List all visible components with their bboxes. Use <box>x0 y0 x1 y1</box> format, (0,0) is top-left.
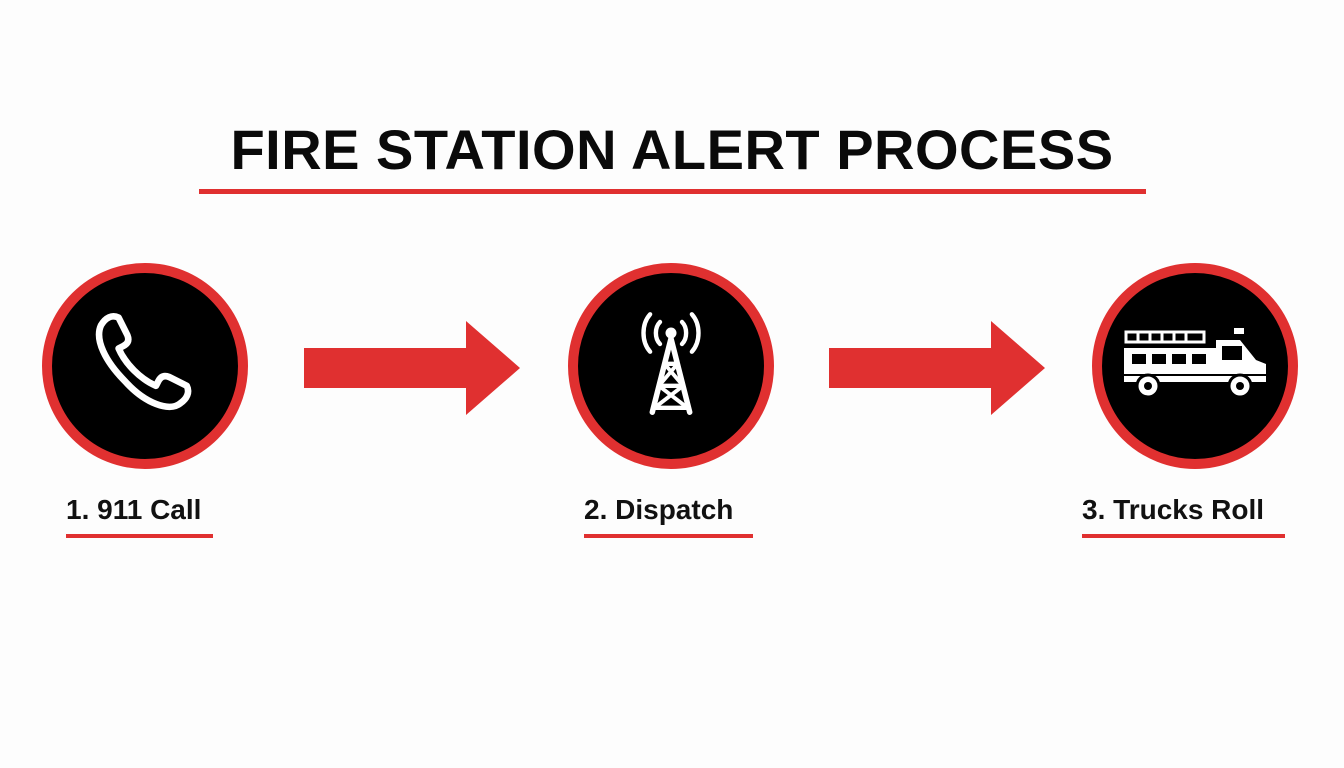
fire-truck-icon <box>1124 328 1266 399</box>
phone-icon <box>95 313 192 411</box>
step-2-label: 2. Dispatch <box>584 494 734 525</box>
step-3-label: 3. Trucks Roll <box>1082 494 1265 525</box>
step-2-circle <box>568 263 774 469</box>
arrow-2-to-3 <box>829 321 1045 415</box>
step-3-underline <box>1082 534 1285 538</box>
diagram-title: FIRE STATION ALERT PROCESS <box>230 118 1114 181</box>
arrow-1-to-2 <box>304 321 520 415</box>
title-underline <box>199 189 1146 194</box>
step-1-label: 1. 911 Call <box>66 494 202 525</box>
step-1-circle <box>42 263 248 469</box>
step-2-underline <box>584 534 753 538</box>
step-1-underline <box>66 534 213 538</box>
step-3-circle <box>1092 263 1298 469</box>
radio-tower-icon <box>641 312 701 415</box>
